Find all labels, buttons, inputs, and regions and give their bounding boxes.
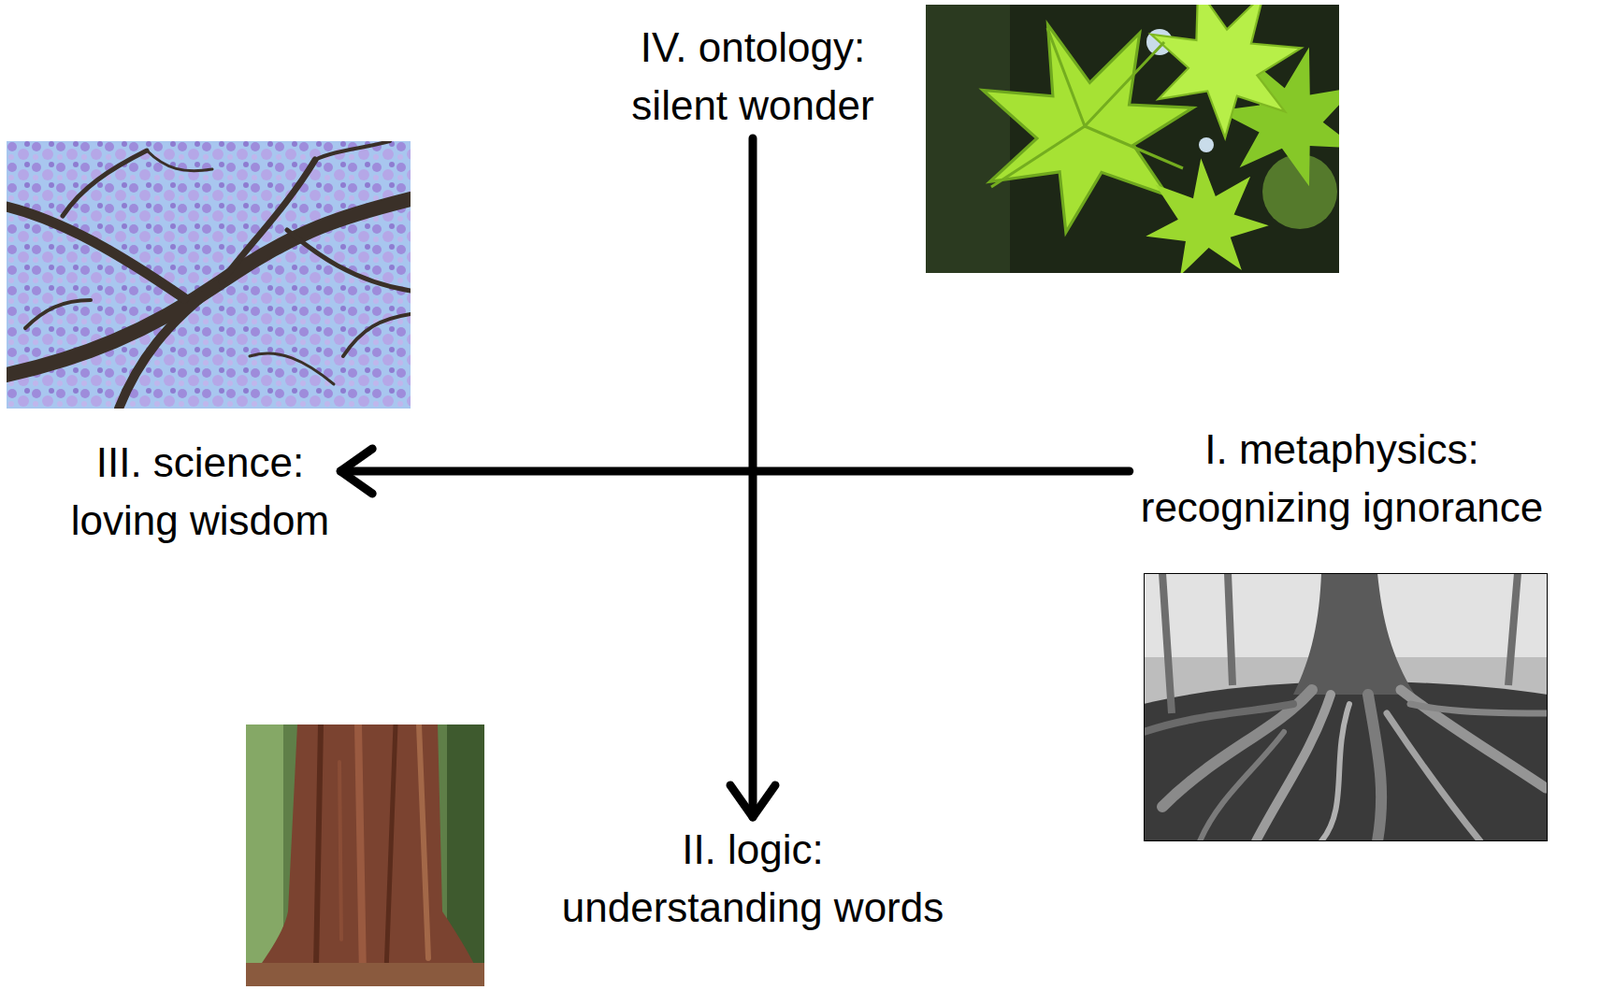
flow-arrow bbox=[340, 448, 1130, 494]
concept-label: IV. ontology:silent wonder bbox=[619, 14, 885, 139]
branches bbox=[6, 141, 411, 409]
concept-heading: IV. ontology: bbox=[631, 18, 874, 77]
arrow-shaft bbox=[340, 467, 1130, 476]
blossoms bbox=[6, 141, 411, 409]
sky bbox=[6, 141, 411, 409]
jacaranda-photo bbox=[6, 141, 411, 409]
ground bbox=[1143, 681, 1548, 842]
forest bbox=[245, 724, 485, 987]
frame bbox=[1143, 573, 1548, 842]
ground bbox=[245, 963, 485, 987]
arrow-head bbox=[730, 785, 776, 818]
concept-label: II. logic:understanding words bbox=[550, 817, 955, 941]
sky-gap bbox=[1198, 137, 1214, 153]
roots-photo bbox=[1143, 573, 1548, 842]
concept-phrase: silent wonder bbox=[631, 76, 874, 135]
arrow-head bbox=[340, 448, 373, 494]
concept-heading: II. logic: bbox=[562, 821, 944, 880]
roots bbox=[1143, 690, 1548, 842]
flow-arrow bbox=[730, 138, 776, 818]
bark bbox=[316, 724, 429, 978]
concept-phrase: understanding words bbox=[562, 879, 944, 937]
distant-trees bbox=[1162, 573, 1518, 714]
concept-heading: I. metaphysics: bbox=[1140, 420, 1544, 479]
concept-phrase: recognizing ignorance bbox=[1140, 478, 1544, 537]
concept-label: III. science:loving wisdom bbox=[59, 430, 341, 554]
leaf bbox=[1124, 0, 1331, 158]
concept-phrase: loving wisdom bbox=[71, 491, 330, 550]
trunk bbox=[1293, 573, 1415, 695]
leaf-veins bbox=[991, 28, 1183, 188]
background bbox=[1143, 573, 1548, 842]
trunk bbox=[245, 724, 485, 987]
shade bbox=[925, 4, 1010, 274]
redwood-photo bbox=[245, 724, 485, 987]
arrow-shaft bbox=[749, 138, 758, 818]
leaf bbox=[1138, 152, 1272, 278]
concept-heading: III. science: bbox=[71, 433, 330, 492]
concept-label: I. metaphysics:recognizing ignorance bbox=[1129, 417, 1556, 541]
leaves-photo bbox=[925, 0, 1379, 279]
